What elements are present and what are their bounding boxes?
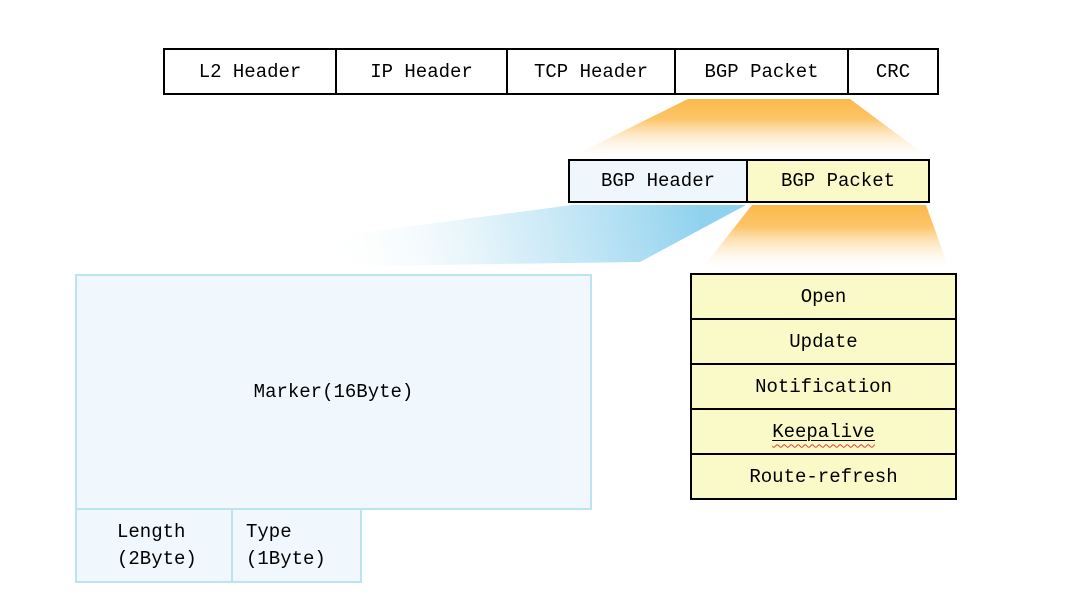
cell-bgp-header-part: BGP Header	[568, 159, 748, 203]
type-field-line2: (1Byte)	[246, 548, 326, 570]
type-field-line1: Type	[246, 521, 292, 543]
keepalive-label: Keepalive	[772, 420, 875, 443]
message-route-refresh: Route-refresh	[690, 453, 957, 500]
marker-field-box: Marker(16Byte)	[75, 274, 592, 510]
cell-ip-header: IP Header	[335, 48, 508, 95]
packet-layout-row: L2 Header IP Header TCP Header BGP Packe…	[163, 48, 939, 95]
keepalive-squiggle: Keepalive	[772, 421, 875, 443]
length-field-line1: Length	[117, 521, 186, 543]
funnel-bgp-header-to-marker	[79, 205, 746, 270]
funnel-bgp-packet-to-messages	[704, 205, 948, 266]
cell-bgp-packet-part: BGP Packet	[746, 159, 930, 203]
cell-tcp-header: TCP Header	[506, 48, 676, 95]
message-open: Open	[690, 273, 957, 320]
message-type-stack: Open Update Notification Keepalive Route…	[690, 273, 957, 500]
length-field-line2: (2Byte)	[117, 548, 197, 570]
funnel-bgp-packet-to-row2	[571, 99, 928, 157]
length-type-row: Length (2Byte) Type (1Byte)	[75, 508, 362, 583]
message-update: Update	[690, 318, 957, 365]
cell-crc: CRC	[847, 48, 939, 95]
type-field-box: Type (1Byte)	[231, 508, 362, 583]
length-field-box: Length (2Byte)	[75, 508, 233, 583]
cell-l2-header: L2 Header	[163, 48, 337, 95]
marker-field-label: Marker(16Byte)	[253, 381, 414, 403]
bgp-message-row: BGP Header BGP Packet	[568, 159, 930, 203]
cell-bgp-packet: BGP Packet	[674, 48, 849, 95]
message-keepalive: Keepalive	[690, 408, 957, 455]
message-notification: Notification	[690, 363, 957, 410]
